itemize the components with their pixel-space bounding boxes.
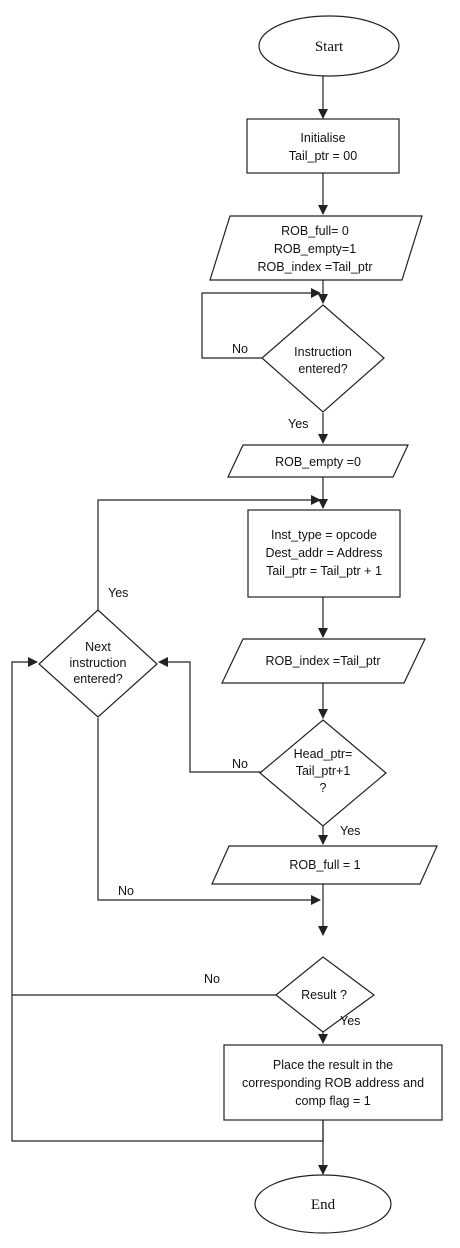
rob-index-parallelogram — [221, 638, 426, 684]
head-ptr-line-3: ? — [320, 781, 327, 795]
head-ptr-line-1: Head_ptr= — [294, 747, 353, 761]
rob-init-line-2: ROB_empty=1 — [274, 242, 356, 256]
inst-type-line-2: Dest_addr = Address — [265, 546, 382, 560]
instr-line-2: entered? — [298, 362, 347, 376]
next-instr-line-1: Next — [85, 640, 111, 654]
rob-index-label: ROB_index =Tail_ptr — [266, 654, 381, 668]
rob-init-parallelogram — [209, 215, 423, 281]
head-ptr-diamond — [259, 719, 387, 827]
place-line-1: Place the result in the — [273, 1058, 393, 1072]
head-no-label: No — [232, 757, 248, 771]
init-line-2: Tail_ptr = 00 — [289, 149, 357, 163]
rob-empty-label: ROB_empty =0 — [275, 455, 361, 469]
rob-full-parallelogram — [211, 845, 438, 885]
rob-init-line-1: ROB_full= 0 — [281, 224, 349, 238]
instr-diamond — [261, 304, 385, 413]
result-yes-label: Yes — [340, 1014, 360, 1028]
init-box — [246, 118, 400, 174]
place-box — [223, 1044, 443, 1121]
head-yes-label: Yes — [340, 824, 360, 838]
next-instr-line-2: instruction — [70, 656, 127, 670]
instr-yes-label: Yes — [288, 417, 308, 431]
place-line-2: corresponding ROB address and — [242, 1076, 424, 1090]
place-node: Place the result in the corresponding RO… — [223, 1044, 443, 1121]
connectors — [11, 76, 328, 1175]
rob-init-node: ROB_full= 0 ROB_empty=1 ROB_index =Tail_… — [209, 215, 423, 281]
rob-full-node: ROB_full = 1 — [211, 845, 438, 885]
inst-type-node: Inst_type = opcode Dest_addr = Address T… — [247, 509, 401, 598]
rob-index-node: ROB_index =Tail_ptr — [221, 638, 426, 684]
next-no-label: No — [118, 884, 134, 898]
arrow-next-no — [97, 718, 321, 905]
arrow-result-no — [11, 657, 276, 996]
init-line-1: Initialise — [300, 131, 345, 145]
next-instr-line-3: entered? — [73, 672, 122, 686]
instr-no-label: No — [232, 342, 248, 356]
end-ellipse — [254, 1174, 392, 1234]
rob-empty-node: ROB_empty =0 — [227, 444, 409, 478]
next-instr-diamond — [38, 609, 158, 718]
head-ptr-line-2: Tail_ptr+1 — [296, 764, 351, 778]
next-yes-label: Yes — [108, 586, 128, 600]
result-node: Result ? — [275, 956, 376, 1033]
arrow-instr-no-loop — [201, 288, 321, 359]
result-diamond — [275, 956, 376, 1033]
start-node: Start — [258, 15, 400, 77]
inst-type-line-1: Inst_type = opcode — [271, 528, 377, 542]
start-ellipse — [258, 15, 400, 77]
arrow-next-yes — [97, 495, 321, 610]
result-no-label: No — [204, 972, 220, 986]
rob-empty-parallelogram — [227, 444, 409, 478]
end-label: End — [311, 1197, 336, 1213]
start-label: Start — [315, 39, 344, 55]
rob-init-line-3: ROB_index =Tail_ptr — [258, 260, 373, 274]
instr-line-1: Instruction — [294, 345, 352, 359]
instr-node: Instruction entered? — [261, 304, 385, 413]
place-line-3: comp flag = 1 — [295, 1094, 370, 1108]
result-label: Result ? — [301, 988, 347, 1002]
end-node: End — [254, 1174, 392, 1234]
head-ptr-node: Head_ptr= Tail_ptr+1 ? — [259, 719, 387, 827]
inst-type-box — [247, 509, 401, 598]
init-node: Initialise Tail_ptr = 00 — [246, 118, 400, 174]
arrow-head-no — [158, 657, 262, 773]
next-instr-node: Next instruction entered? — [38, 609, 158, 718]
rob-full-label: ROB_full = 1 — [289, 858, 360, 872]
inst-type-line-3: Tail_ptr = Tail_ptr + 1 — [266, 564, 382, 578]
